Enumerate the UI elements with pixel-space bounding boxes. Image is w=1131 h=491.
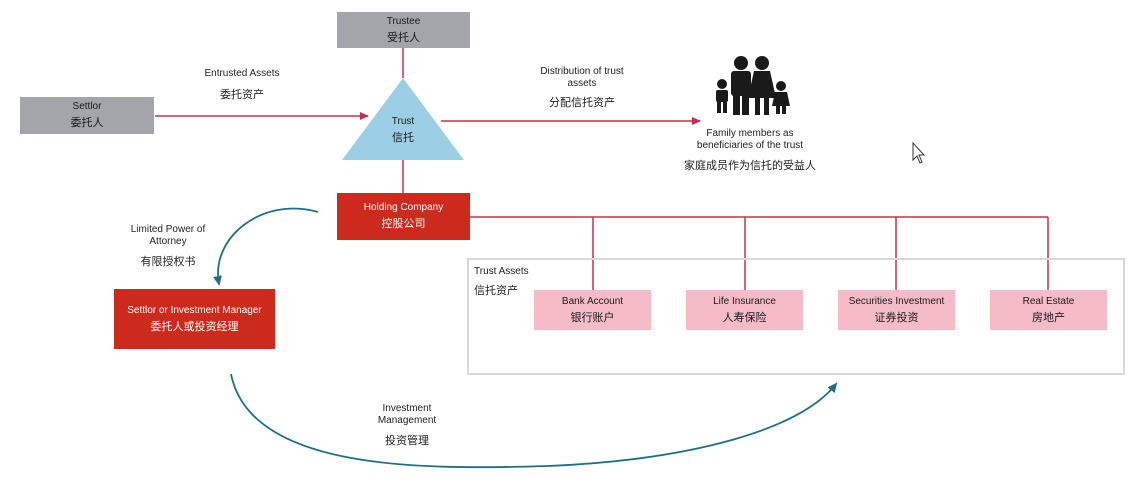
trustee-label-zh: 受托人 <box>387 30 420 44</box>
distribution-label-en: Distribution of trust assets <box>540 66 624 89</box>
investment-management-label: Investment Management 投资管理 <box>364 403 450 448</box>
bank-account-label-en: Bank Account <box>561 295 624 307</box>
trustee-label-en: Trustee <box>386 15 421 27</box>
family-beneficiaries-label-zh: 家庭成员作为信托的受益人 <box>684 159 816 172</box>
holding-company-label-en: Holding Company <box>363 202 444 213</box>
family-beneficiaries-label: Family members as beneficiaries of the t… <box>680 128 820 173</box>
trust-assets-label-en: Trust Assets <box>474 266 529 277</box>
holding-company-box: Holding Company 控股公司 <box>337 193 470 240</box>
entrusted-assets-label-en: Entrusted Assets <box>204 68 280 79</box>
investment-management-curve <box>230 373 838 469</box>
real-estate-box: Real Estate 房地产 <box>990 290 1107 330</box>
mouse-cursor-icon <box>912 141 926 164</box>
trust-assets-label-zh: 信托资产 <box>474 284 518 297</box>
holding-company-label-zh: 控股公司 <box>381 217 426 230</box>
power-of-attorney-label: Limited Power of Attorney 有限授权书 <box>118 224 218 269</box>
life-insurance-label-en: Life Insurance <box>713 295 776 307</box>
entrusted-assets-label-zh: 委托资产 <box>220 88 264 101</box>
settlor-box: Settlor 委托人 <box>20 97 154 134</box>
real-estate-label-zh: 房地产 <box>1032 310 1065 324</box>
power-of-attorney-label-en: Limited Power of Attorney <box>130 224 206 247</box>
settlor-label-en: Settlor <box>72 101 102 112</box>
settlor-investment-manager-box: Settlor or Investment Manager 委托人或投资经理 <box>114 289 275 349</box>
real-estate-label-en: Real Estate <box>1022 295 1075 307</box>
power-of-attorney-curve <box>213 207 319 286</box>
family-icon <box>716 56 790 115</box>
family-beneficiaries-label-en: Family members as beneficiaries of the t… <box>696 128 804 151</box>
bank-account-box: Bank Account 银行账户 <box>534 290 651 330</box>
trustee-box: Trustee 受托人 <box>337 12 470 48</box>
investment-management-label-zh: 投资管理 <box>385 434 429 447</box>
bank-account-label-zh: 银行账户 <box>570 310 615 324</box>
trust-triangle <box>342 78 464 160</box>
trust-label-zh: 信托 <box>392 130 414 144</box>
trust-assets-frame <box>467 258 1125 375</box>
life-insurance-label-zh: 人寿保险 <box>722 310 767 324</box>
distribution-label-zh: 分配信托资产 <box>549 96 615 109</box>
manager-label-zh: 委托人或投资经理 <box>150 319 239 333</box>
settlor-label-zh: 委托人 <box>70 116 104 129</box>
life-insurance-box: Life Insurance 人寿保险 <box>686 290 803 330</box>
securities-investment-label-en: Securities Investment <box>848 295 945 307</box>
trust-label: Trust 信托 <box>372 112 434 148</box>
entrusted-assets-label: Entrusted Assets 委托资产 <box>187 68 297 102</box>
trust-assets-label: Trust Assets 信托资产 <box>474 266 529 298</box>
investment-management-label-en: Investment Management <box>377 403 437 426</box>
power-of-attorney-label-zh: 有限授权书 <box>140 255 196 268</box>
securities-investment-label-zh: 证券投资 <box>874 310 919 324</box>
securities-investment-box: Securities Investment 证券投资 <box>838 290 955 330</box>
trust-label-en: Trust <box>391 115 415 127</box>
distribution-label: Distribution of trust assets 分配信托资产 <box>536 66 628 110</box>
manager-label-en: Settlor or Investment Manager <box>127 304 262 316</box>
